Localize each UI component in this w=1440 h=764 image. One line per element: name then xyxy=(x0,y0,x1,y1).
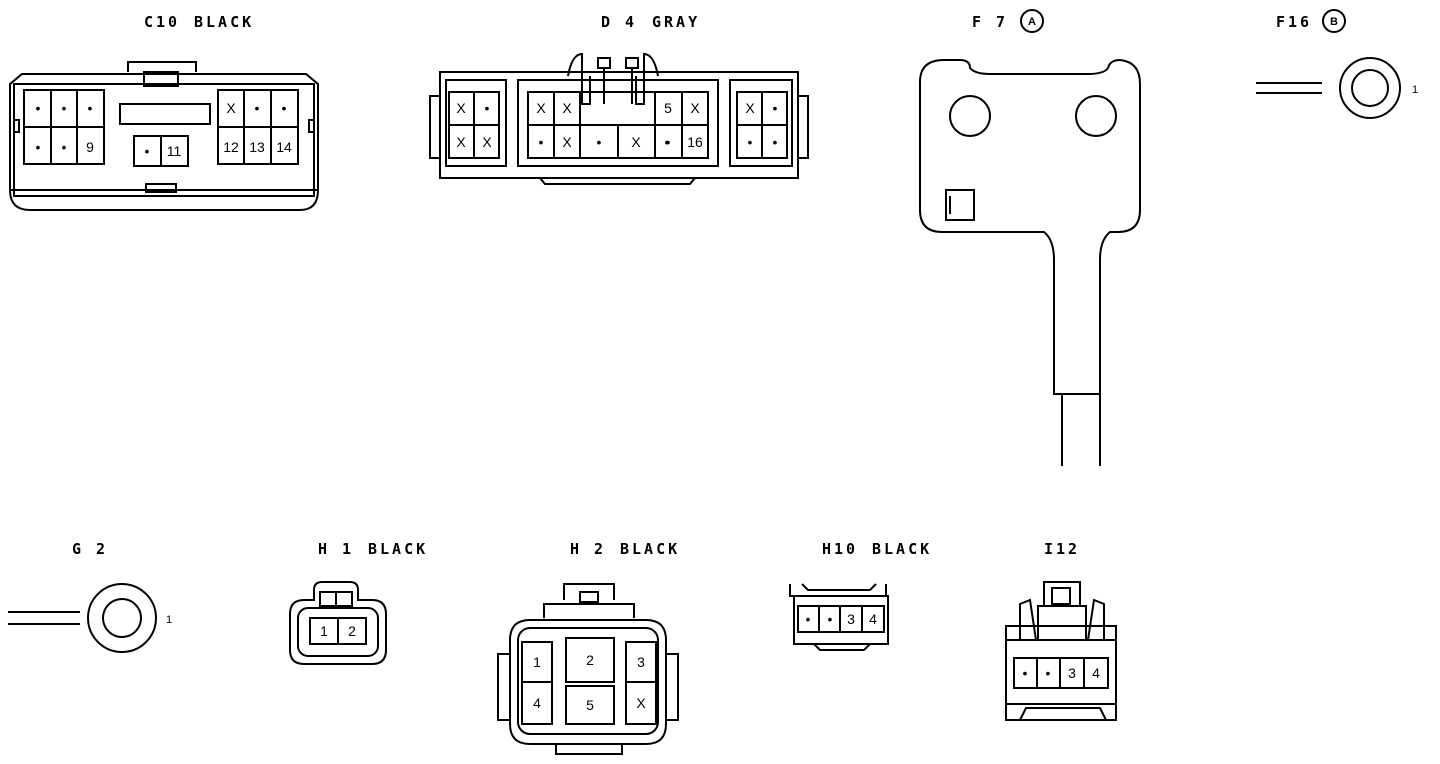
d4-pin-label: 16 xyxy=(687,134,703,150)
h10-pin-label: • xyxy=(806,611,811,627)
g2-code: G 2 xyxy=(72,540,108,558)
i12-pin-label: 4 xyxy=(1092,665,1100,681)
f7-badge: A xyxy=(1028,16,1036,28)
c10-code: C10 xyxy=(144,13,180,31)
h10-code: H10 xyxy=(822,540,858,558)
connector-h1: H 1 BLACK 1 2 xyxy=(289,540,428,665)
h2-pin-label: 4 xyxy=(533,695,541,711)
h2-pin-label: 2 xyxy=(586,652,594,668)
connector-f7: F 7 A xyxy=(919,9,1141,466)
d4-pin-label: • xyxy=(666,134,671,150)
d4-pin-label: • xyxy=(485,100,490,116)
c10-pin-label: • xyxy=(62,139,67,155)
c10-pin-label: 12 xyxy=(223,139,239,155)
i12-pin-label: 3 xyxy=(1068,665,1076,681)
c10-pin-label: • xyxy=(255,100,260,116)
d4-pin-label: • xyxy=(773,100,778,116)
c10-pin-label: 9 xyxy=(86,139,94,155)
d4-pin-label: X xyxy=(482,134,492,150)
c10-pin-label: • xyxy=(88,100,93,116)
h1-code: H 1 xyxy=(318,540,354,558)
d4-pin-label: X xyxy=(562,134,572,150)
connector-g2: G 2 1 xyxy=(8,540,172,653)
c10-pin-label: X xyxy=(226,100,236,116)
d4-pin-label: X xyxy=(562,100,572,116)
h2-pin-label: X xyxy=(636,695,646,711)
h1-color: BLACK xyxy=(368,540,428,558)
c10-pin-label: 14 xyxy=(276,139,292,155)
h10-pin-label: 4 xyxy=(869,611,877,627)
d4-pin-label: • xyxy=(539,134,544,150)
connector-h2: H 2 BLACK 1 2 3 4 5 X xyxy=(497,540,680,755)
c10-pin-label: 13 xyxy=(249,139,265,155)
h2-pin-label: 5 xyxy=(586,697,594,713)
d4-pin-label: X xyxy=(745,100,755,116)
h2-color: BLACK xyxy=(620,540,680,558)
connector-c10: C10 BLACK • • • X • • • • 9 • 11 12 xyxy=(9,13,319,211)
h1-pin-label: 1 xyxy=(320,623,328,639)
d4-pin-label: X xyxy=(456,134,466,150)
h2-pin-label: 1 xyxy=(533,654,541,670)
d4-pin-label: X xyxy=(631,134,641,150)
d4-pin-label: • xyxy=(597,134,602,150)
f16-code: F16 xyxy=(1276,13,1312,31)
d4-pin-label: • xyxy=(748,134,753,150)
connector-d4: D 4 GRAY X • X X xyxy=(429,13,809,185)
h1-pin-label: 2 xyxy=(348,623,356,639)
connector-f16: F16 B 1 xyxy=(1256,9,1418,119)
f16-badge: B xyxy=(1330,16,1338,28)
c10-color: BLACK xyxy=(194,13,254,31)
c10-pin-label: • xyxy=(62,100,67,116)
d4-pin-label: • xyxy=(773,134,778,150)
d4-pin-label: X xyxy=(536,100,546,116)
g2-pin-number: 1 xyxy=(166,614,172,626)
h2-pin-label: 3 xyxy=(637,654,645,670)
c10-pin-label: • xyxy=(282,100,287,116)
d4-code: D 4 xyxy=(601,13,637,31)
c10-pin-label: • xyxy=(36,139,41,155)
d4-color: GRAY xyxy=(652,13,700,31)
connector-h10: H10 BLACK • • 3 4 xyxy=(789,540,932,651)
d4-pin-label: X xyxy=(456,100,466,116)
h2-code: H 2 xyxy=(570,540,606,558)
c10-pin-label: • xyxy=(36,100,41,116)
d4-pin-label: X xyxy=(690,100,700,116)
d4-pin-label: • xyxy=(665,134,670,150)
d4-pin-label: 5 xyxy=(664,100,672,116)
i12-pin-label: • xyxy=(1046,665,1051,681)
h10-pin-label: • xyxy=(828,611,833,627)
f7-code: F 7 xyxy=(972,13,1008,31)
c10-pin-label: 11 xyxy=(167,143,182,159)
connector-i12: I12 • • 3 4 xyxy=(1005,540,1117,721)
h10-color: BLACK xyxy=(872,540,932,558)
i12-code: I12 xyxy=(1044,540,1080,558)
c10-pin-label: • xyxy=(145,143,150,159)
i12-pin-label: • xyxy=(1023,665,1028,681)
h10-pin-label: 3 xyxy=(847,611,855,627)
f16-pin-number: 1 xyxy=(1412,84,1418,96)
